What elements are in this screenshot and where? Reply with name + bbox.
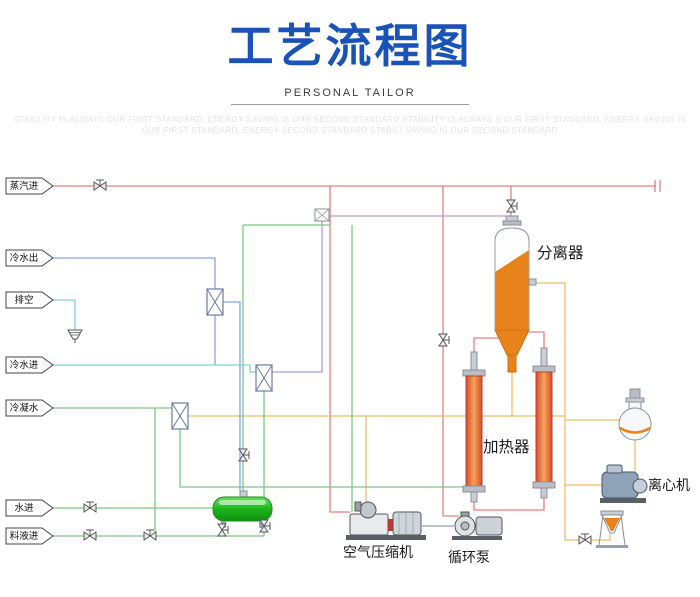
stream-tag-label: 蒸汽进 xyxy=(10,180,39,192)
stream-tag-water-in: 水进 xyxy=(5,499,54,517)
stream-tag-vent: 排空 xyxy=(5,291,54,309)
valve-icon xyxy=(143,529,157,541)
watermark-line-2: OUR FIRST STANDARD, ENERGY SECOND STANDA… xyxy=(142,125,558,135)
stream-tag-label: 水进 xyxy=(14,502,34,514)
stream-tag-label: 冷水出 xyxy=(10,252,39,264)
steam-lines xyxy=(53,180,661,517)
valve-icon xyxy=(217,523,229,537)
centrifuge xyxy=(600,464,648,503)
heater-label: 加热器 xyxy=(483,438,530,456)
subtitle-block: PERSONAL TAILOR xyxy=(0,87,700,105)
stream-tag-label: 料液进 xyxy=(10,530,39,542)
subtitle-text: PERSONAL TAILOR xyxy=(284,86,416,99)
heat-exchanger-icon xyxy=(171,402,189,430)
circulation-pump xyxy=(452,511,503,540)
valve-icon xyxy=(438,333,450,347)
valve-icon xyxy=(93,179,107,191)
circulation-pump-label: 循环泵 xyxy=(448,549,490,565)
valve-icon xyxy=(83,501,97,513)
product-lines xyxy=(188,282,636,541)
valve-icon xyxy=(506,199,518,213)
stream-tag-cooling-water-in: 冷水进 xyxy=(5,356,54,374)
separator-vessel xyxy=(494,215,537,373)
header: 工艺流程图 PERSONAL TAILOR STABILITY IS ALWAY… xyxy=(0,0,700,136)
valve-icon xyxy=(83,529,97,541)
vent-drain xyxy=(67,329,83,343)
stream-tag-feed-in: 料液进 xyxy=(5,527,54,545)
heat-exchanger-icon xyxy=(206,288,224,316)
subtitle-divider xyxy=(231,103,469,105)
page-title: 工艺流程图 xyxy=(227,20,473,72)
watermark-line-1: STABILITY IS ALWAYS OUR FIRST STANDARD, … xyxy=(13,114,687,124)
stream-tag-label: 排空 xyxy=(14,294,33,306)
separator-label: 分离器 xyxy=(537,244,584,262)
vapor-lines xyxy=(272,215,511,373)
stream-tag-cooling-water-out: 冷水出 xyxy=(5,249,54,267)
vent-lines xyxy=(50,299,256,373)
watermark: STABILITY IS ALWAYS OUR FIRST STANDARD, … xyxy=(0,114,700,136)
heater-column-left xyxy=(462,351,486,503)
buffer-tank xyxy=(212,490,273,528)
stream-tag-condensate: 冷凝水 xyxy=(5,399,54,417)
reactor-vessel xyxy=(618,388,652,441)
hopper xyxy=(596,510,628,548)
valve-icon xyxy=(578,533,592,545)
stream-tag-steam-in: 蒸汽进 xyxy=(5,177,54,195)
heater-column-right xyxy=(532,347,556,499)
centrifuge-label: 离心机 xyxy=(648,477,690,493)
stream-tag-label: 冷水进 xyxy=(10,359,39,371)
cooling-lines xyxy=(53,257,241,491)
condensate-lines xyxy=(53,224,466,537)
air-compressor xyxy=(346,501,426,540)
vapor-inlet-box xyxy=(314,208,330,222)
air-compressor-label: 空气压缩机 xyxy=(343,544,413,560)
heat-exchanger-icon xyxy=(255,364,273,392)
stream-tag-label: 冷凝水 xyxy=(10,402,39,414)
